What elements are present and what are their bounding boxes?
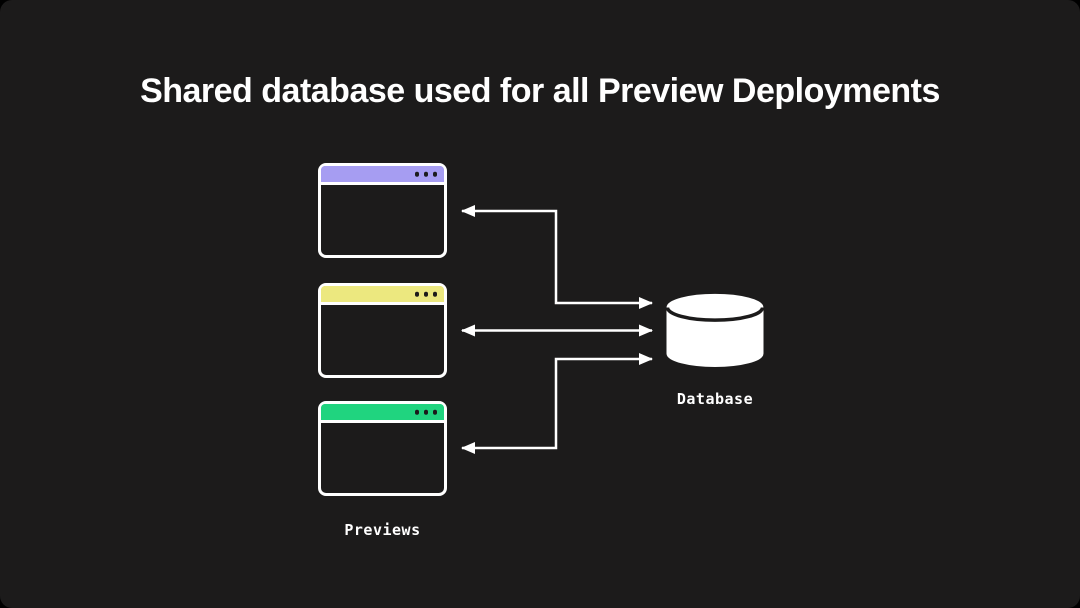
window-dot-icon xyxy=(414,291,419,297)
database-cylinder-top-arc xyxy=(666,307,764,322)
window-dot-icon xyxy=(423,171,428,177)
preview-window-1-body xyxy=(321,185,444,274)
preview-window-1-titlebar xyxy=(321,166,444,185)
preview-window-3-body xyxy=(321,423,444,512)
window-control-dots-icon xyxy=(414,409,437,415)
preview-window-3-titlebar xyxy=(321,404,444,423)
window-dot-icon xyxy=(414,171,419,177)
database-cylinder-icon xyxy=(666,293,764,367)
window-dot-icon xyxy=(432,291,437,297)
window-dot-icon xyxy=(423,409,428,415)
arrow-database-to-preview1 xyxy=(461,205,653,309)
previews-label: Previews xyxy=(344,521,421,539)
preview-window-1 xyxy=(318,163,447,258)
window-control-dots-icon xyxy=(414,171,437,177)
preview-window-2-titlebar xyxy=(321,286,444,305)
window-dot-icon xyxy=(423,291,428,297)
window-dot-icon xyxy=(432,171,437,177)
page-title: Shared database used for all Preview Dep… xyxy=(140,72,940,110)
preview-window-2-body xyxy=(321,305,444,394)
window-dot-icon xyxy=(414,409,419,415)
database-cylinder-body xyxy=(666,293,764,367)
preview-window-2 xyxy=(318,283,447,378)
window-control-dots-icon xyxy=(414,291,437,297)
database-label: Database xyxy=(676,390,754,408)
arrow-database-to-preview3 xyxy=(461,353,653,454)
window-dot-icon xyxy=(432,409,437,415)
preview-window-3 xyxy=(318,401,447,496)
